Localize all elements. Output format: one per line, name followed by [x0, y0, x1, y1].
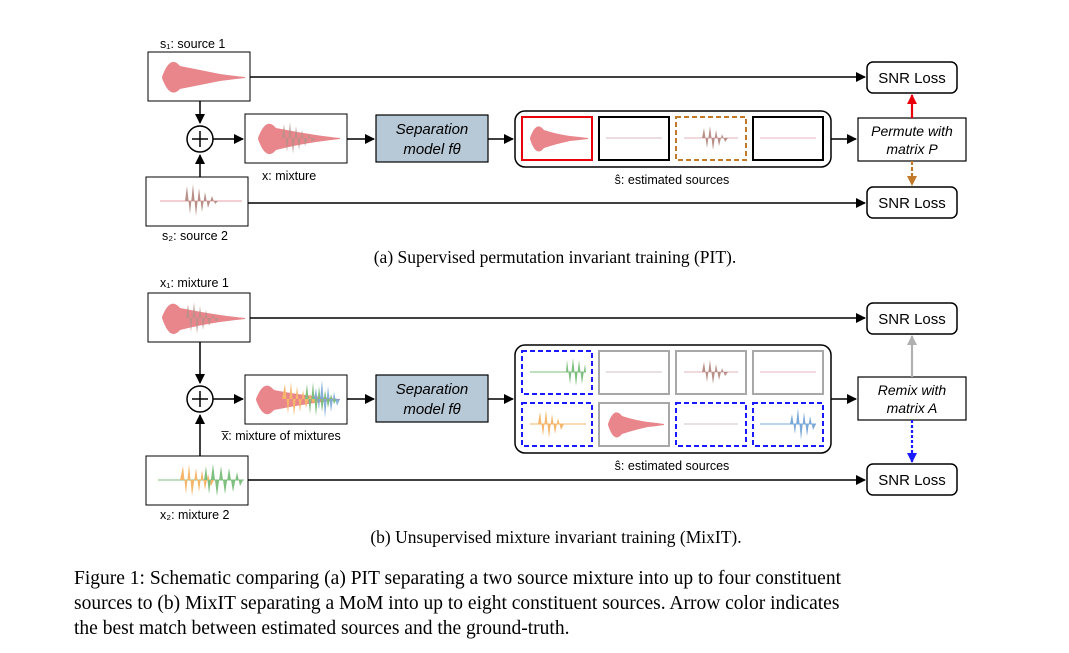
permute-box [857, 117, 967, 162]
snr-loss-b-bottom-label: SNR Loss [878, 472, 946, 489]
source2-waveform [160, 184, 242, 216]
estimated-label-b: ŝ: estimated sources [615, 459, 730, 473]
permute-line2: matrix P [886, 141, 938, 157]
remix-line1: Remix with [878, 382, 947, 398]
permute-line1: Permute with [871, 123, 953, 139]
snr-loss-b-top-label: SNR Loss [878, 311, 946, 328]
snr-loss-a-top-label: SNR Loss [878, 70, 946, 87]
separation-model-b [375, 374, 489, 423]
panel-a: s₁: source 1 s₂: source 2 x: mixture [145, 37, 967, 267]
source2-label: s₂: source 2 [162, 229, 228, 243]
mixture-label: x: mixture [262, 169, 316, 183]
caption-line-1: Figure 1: Schematic comparing (a) PIT se… [74, 568, 841, 589]
snr-loss-b-top [866, 302, 958, 335]
mixture2-label: x₂: mixture 2 [160, 508, 230, 522]
mixture1-waveform [162, 302, 245, 334]
model-b-line2: model fθ [403, 401, 460, 418]
mom-waveform [256, 380, 340, 418]
estimated-label-a: ŝ: estimated sources [615, 173, 730, 187]
panel-b: x₁: mixture 1 x₂: mixture 2 x̅: mixture … [145, 276, 967, 547]
source1-label: s₁: source 1 [160, 37, 225, 51]
snr-loss-a-bottom-label: SNR Loss [878, 195, 946, 212]
figure-caption: Figure 1: Schematic comparing (a) PIT se… [74, 566, 1054, 641]
subcaption-b: (b) Unsupervised mixture invariant train… [370, 527, 741, 547]
model-b-line1: Separation [396, 381, 469, 398]
mixture2-waveform [158, 464, 244, 496]
subcaption-a: (a) Supervised permutation invariant tra… [374, 247, 737, 267]
caption-line-3: the best match between estimated sources… [74, 618, 570, 639]
snr-loss-a-bottom [866, 186, 958, 219]
mixture1-label: x₁: mixture 1 [160, 276, 229, 290]
model-a-line2: model fθ [403, 141, 460, 158]
snr-loss-b-bottom [866, 463, 958, 496]
source1-waveform [162, 61, 245, 93]
snr-loss-a-top [866, 61, 958, 94]
separation-model-a [375, 114, 489, 163]
mixture-waveform [258, 122, 340, 155]
remix-line2: matrix A [887, 400, 938, 416]
model-a-line1: Separation [396, 121, 469, 138]
caption-line-2: sources to (b) MixIT separating a MoM in… [74, 593, 840, 614]
remix-box [857, 376, 967, 421]
figure-diagram: s₁: source 1 s₂: source 2 x: mixture [145, 37, 967, 547]
mom-label: x̅: mixture of mixtures [221, 429, 341, 443]
